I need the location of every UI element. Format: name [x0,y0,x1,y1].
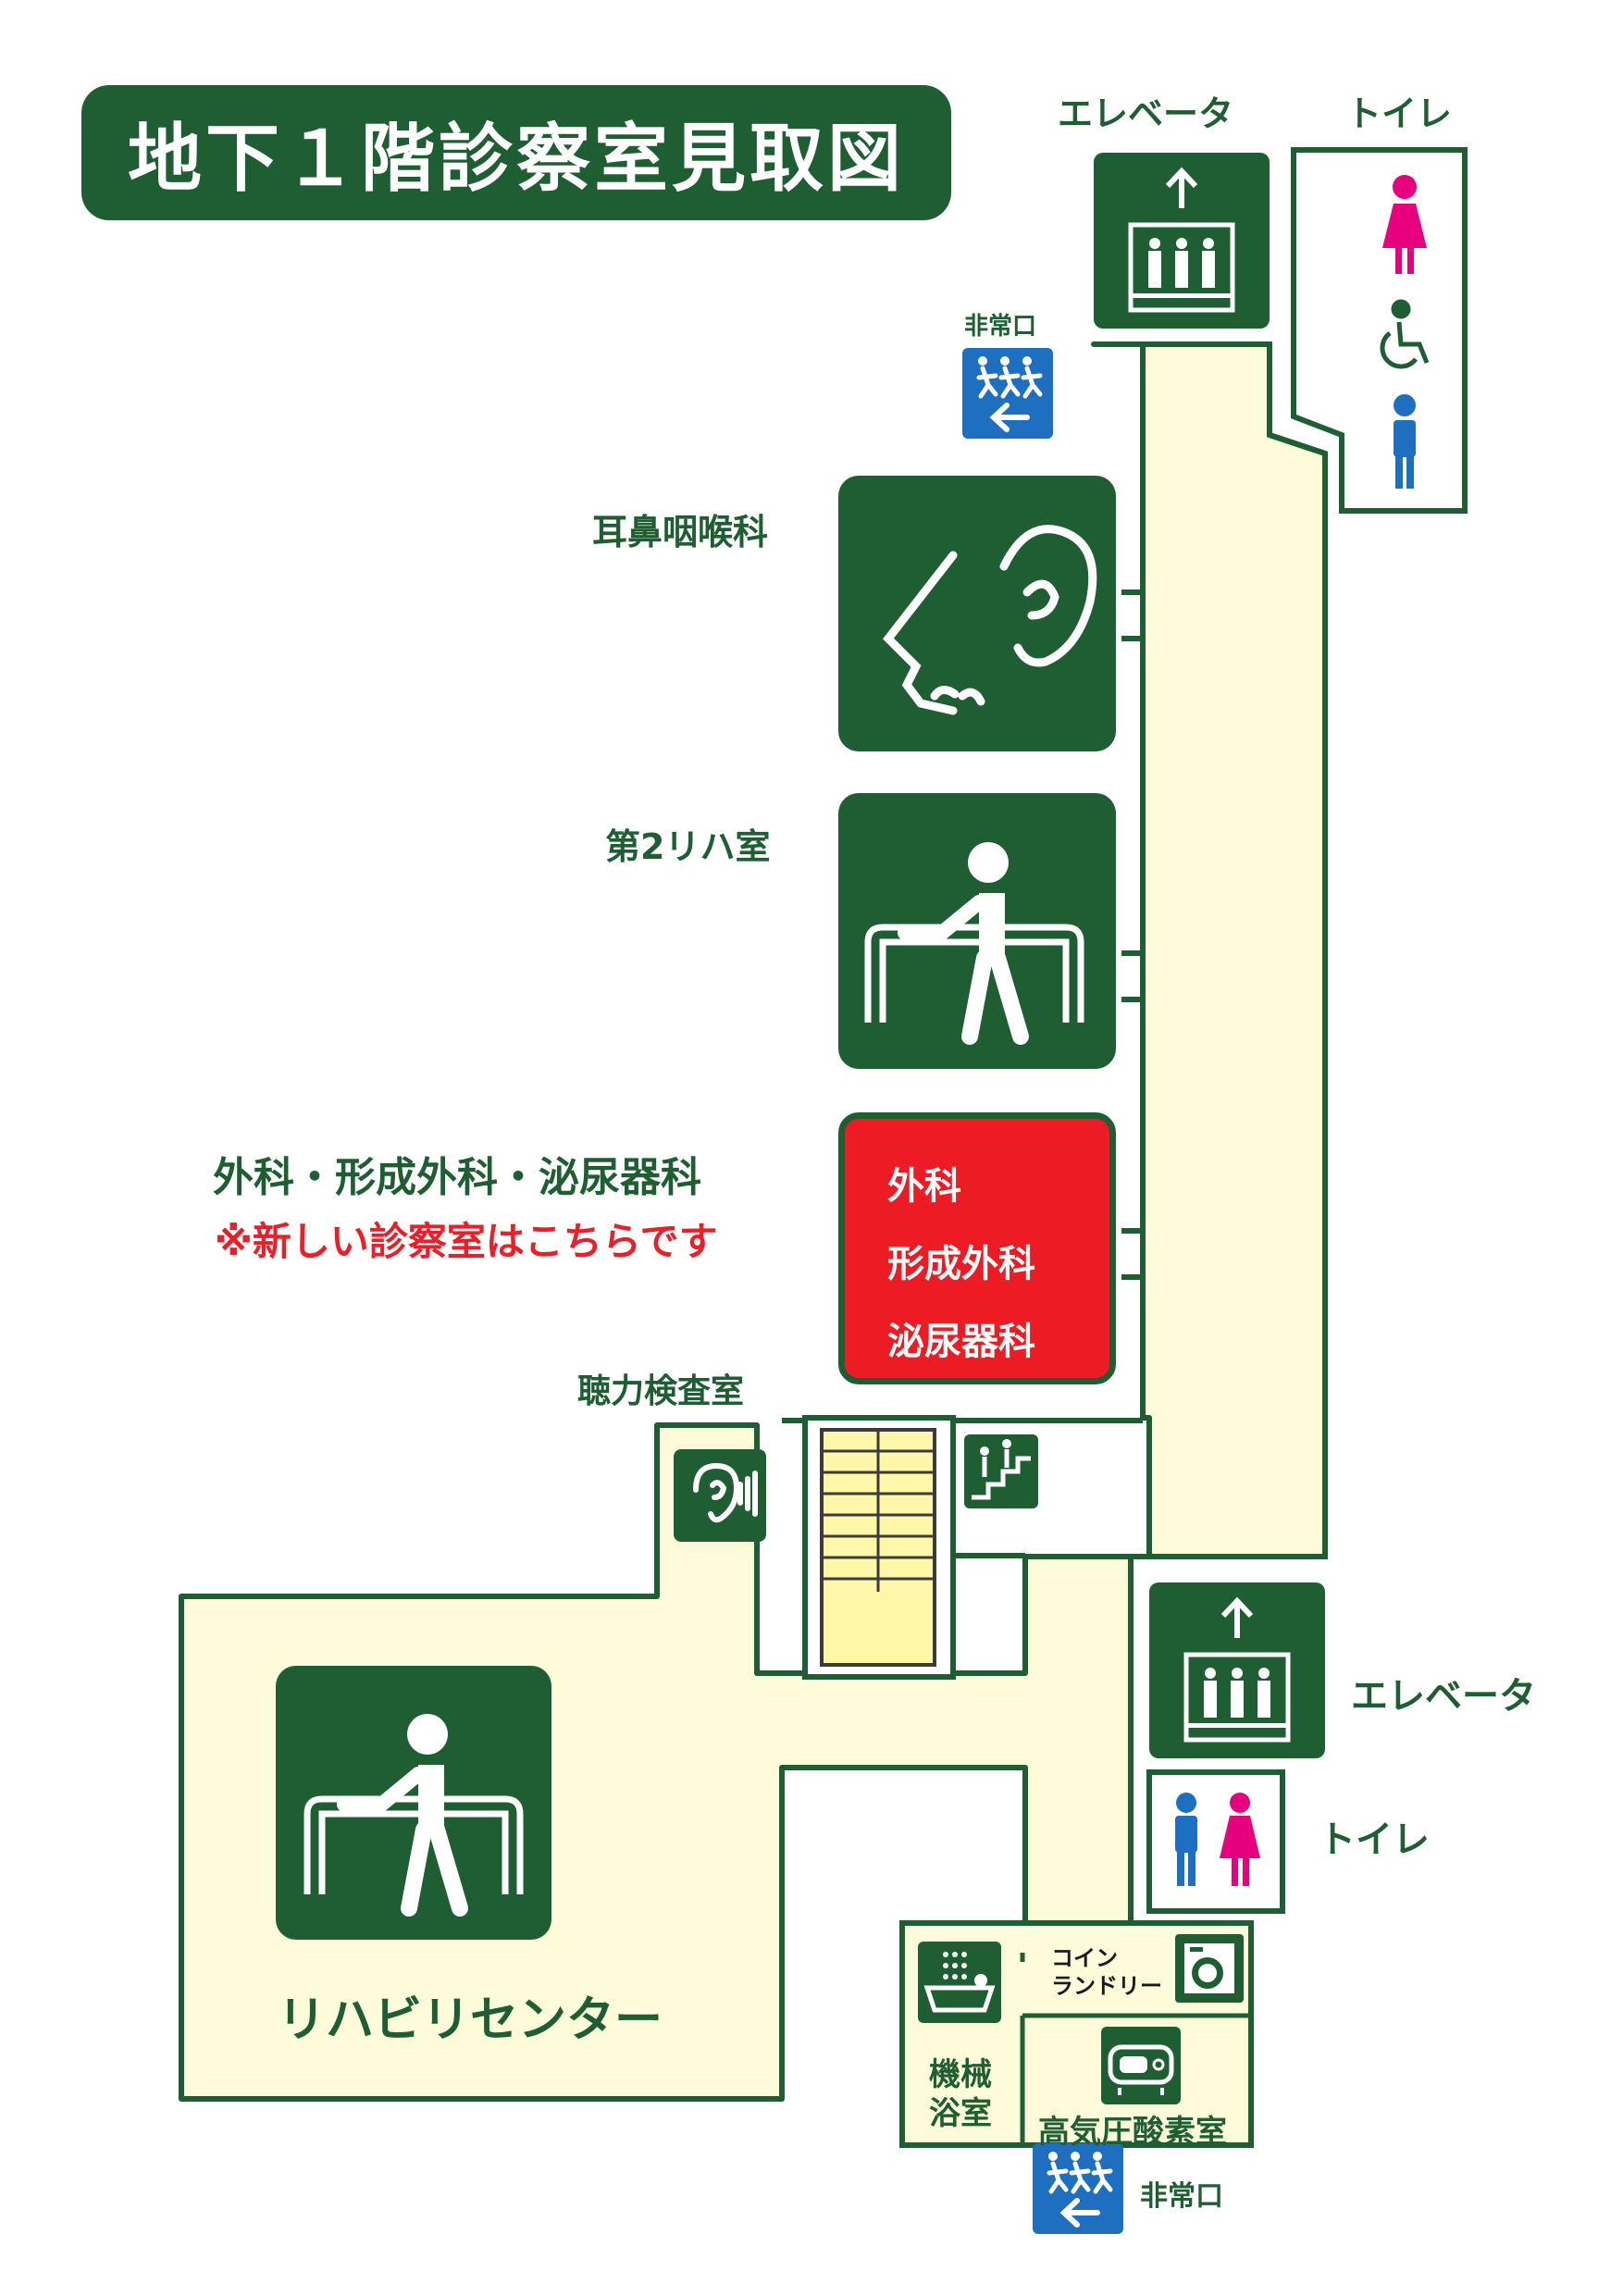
title-banner: 地下１階診察室見取図 [81,85,951,220]
emergency-exit-label-top: 非常口 [964,313,1037,341]
elevator-label-top: エレベータ [1058,93,1234,134]
new-room-notice: ※新しい診察室はこちらです [215,1219,718,1264]
ent-icon [838,476,1116,751]
wheelchair-icon [1380,299,1430,369]
surgery-room-line-2: 形成外科 [887,1243,1035,1285]
page-title: 地下１階診察室見取図 [128,116,905,202]
stairs-icon [964,1434,1038,1508]
ent-label: 耳鼻咽喉科 [592,512,769,552]
surgery-room-line-3: 泌尿器科 [887,1321,1035,1363]
hyperbaric-label: 高気圧酸素室 [1038,2114,1227,2151]
surgery-combined-label: 外科・形成外科・泌尿器科 [213,1154,701,1201]
rehab-center-label: リハビリセンター [278,1992,663,2048]
mech-bath-label-1: 機械 [929,2056,992,2093]
emergency-exit-icon-bottom [1033,2143,1123,2234]
female-toilet-icon [1382,175,1427,274]
emergency-exit-label-bottom: 非常口 [1140,2180,1223,2213]
elevator-icon-top [1094,153,1270,329]
surgery-room-highlight: 外科 形成外科 泌尿器科 [838,1112,1116,1384]
emergency-exit-icon-top [962,348,1053,439]
elevator-icon-bottom [1149,1582,1325,1758]
toilet-label-top: トイレ [1346,93,1453,134]
bath-icon [918,1942,1001,2023]
rehab2-icon [838,793,1116,1069]
hearing-test-icon [674,1449,766,1542]
surgery-room-line-1: 外科 [887,1165,961,1208]
rehab-center-icon [276,1666,551,1940]
coin-laundry-label-2: ランドリー [1051,1973,1162,1999]
hyperbaric-icon [1101,2027,1181,2104]
male-toilet-icon-bottom [1175,1793,1197,1886]
coin-laundry-label-1: コイン [1051,1945,1118,1971]
hearing-test-label: 聴力検査室 [577,1372,745,1410]
elevator-label-bottom: エレベータ [1351,1675,1536,1718]
toilet-label-bottom: トイレ [1319,1818,1430,1861]
female-toilet-icon-bottom [1220,1793,1260,1886]
male-toilet-icon [1394,394,1416,489]
laundry-icon [1175,1934,1244,2003]
rehab2-label: 第2リハ室 [605,826,771,867]
stairs-block [802,1415,956,1680]
mech-bath-label-2: 浴室 [929,2095,992,2132]
